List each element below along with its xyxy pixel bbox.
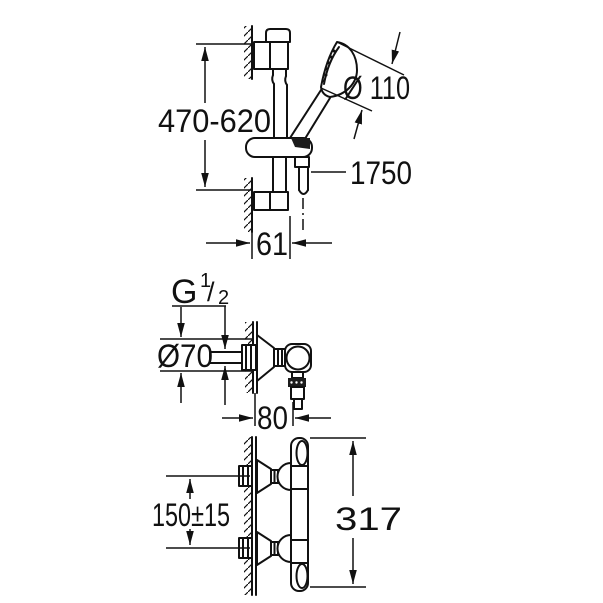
dim-body-height: 317 xyxy=(310,437,402,588)
dim-outlet-offset: 80 xyxy=(222,393,331,436)
thread-size-slash: / xyxy=(207,277,215,307)
thread-size-g: G xyxy=(171,273,197,311)
dim-outlet-offset-label: 80 xyxy=(257,400,288,436)
dim-bar-height-label: 470-620 xyxy=(158,103,271,139)
handle-knob-top xyxy=(295,440,309,466)
wall-section-bottom xyxy=(244,436,257,596)
dim-body-height-label: 317 xyxy=(335,501,402,537)
spray-face-dots xyxy=(322,49,336,83)
inlet-connection-upper xyxy=(238,459,292,494)
handle-knob-bottom xyxy=(295,563,309,589)
hand-shower-rail-view: 470-620 xyxy=(158,25,412,262)
dim-head-diameter: Ø 110 xyxy=(320,31,410,140)
hand-shower xyxy=(289,41,358,143)
thermostat-side-view: 150±15 317 xyxy=(152,436,402,596)
dim-wall-offset-label: 61 xyxy=(256,226,288,262)
dim-escutcheon-diameter-label: Ø70 xyxy=(157,338,213,374)
dim-hose-length: 1750 xyxy=(311,155,412,191)
dim-inlet-spacing-label: 150±15 xyxy=(152,497,230,533)
thread-size-denominator: 2 xyxy=(218,287,229,309)
dim-inlet-spacing: 150±15 xyxy=(152,475,250,549)
wall-section-top xyxy=(244,25,253,233)
slide-rail xyxy=(271,68,288,193)
ball-joint xyxy=(285,345,311,371)
dim-bar-height: 470-620 xyxy=(158,43,271,191)
thread-size-numerator: 1 xyxy=(200,270,211,292)
dim-head-diameter-label: Ø 110 xyxy=(343,70,410,106)
dim-hose-length-label: 1750 xyxy=(350,155,412,191)
rail-bracket-top xyxy=(253,28,291,70)
outlet-fitting xyxy=(209,334,312,410)
dim-escutcheon-diameter: Ø70 xyxy=(157,307,253,403)
thermostat-body xyxy=(290,437,309,592)
escutcheon-cone xyxy=(256,334,275,382)
dim-wall-offset: 61 xyxy=(206,216,332,262)
shower-holder xyxy=(245,137,313,158)
rail-bracket-bottom xyxy=(253,191,289,211)
thread-hex-nut xyxy=(241,344,257,371)
thread-size-label: G 1 / 2 xyxy=(171,270,229,405)
shower-hose xyxy=(294,156,310,231)
shower-outlet-side-view: G 1 / 2 Ø70 xyxy=(157,270,331,436)
inlet-connection-lower xyxy=(238,531,292,566)
